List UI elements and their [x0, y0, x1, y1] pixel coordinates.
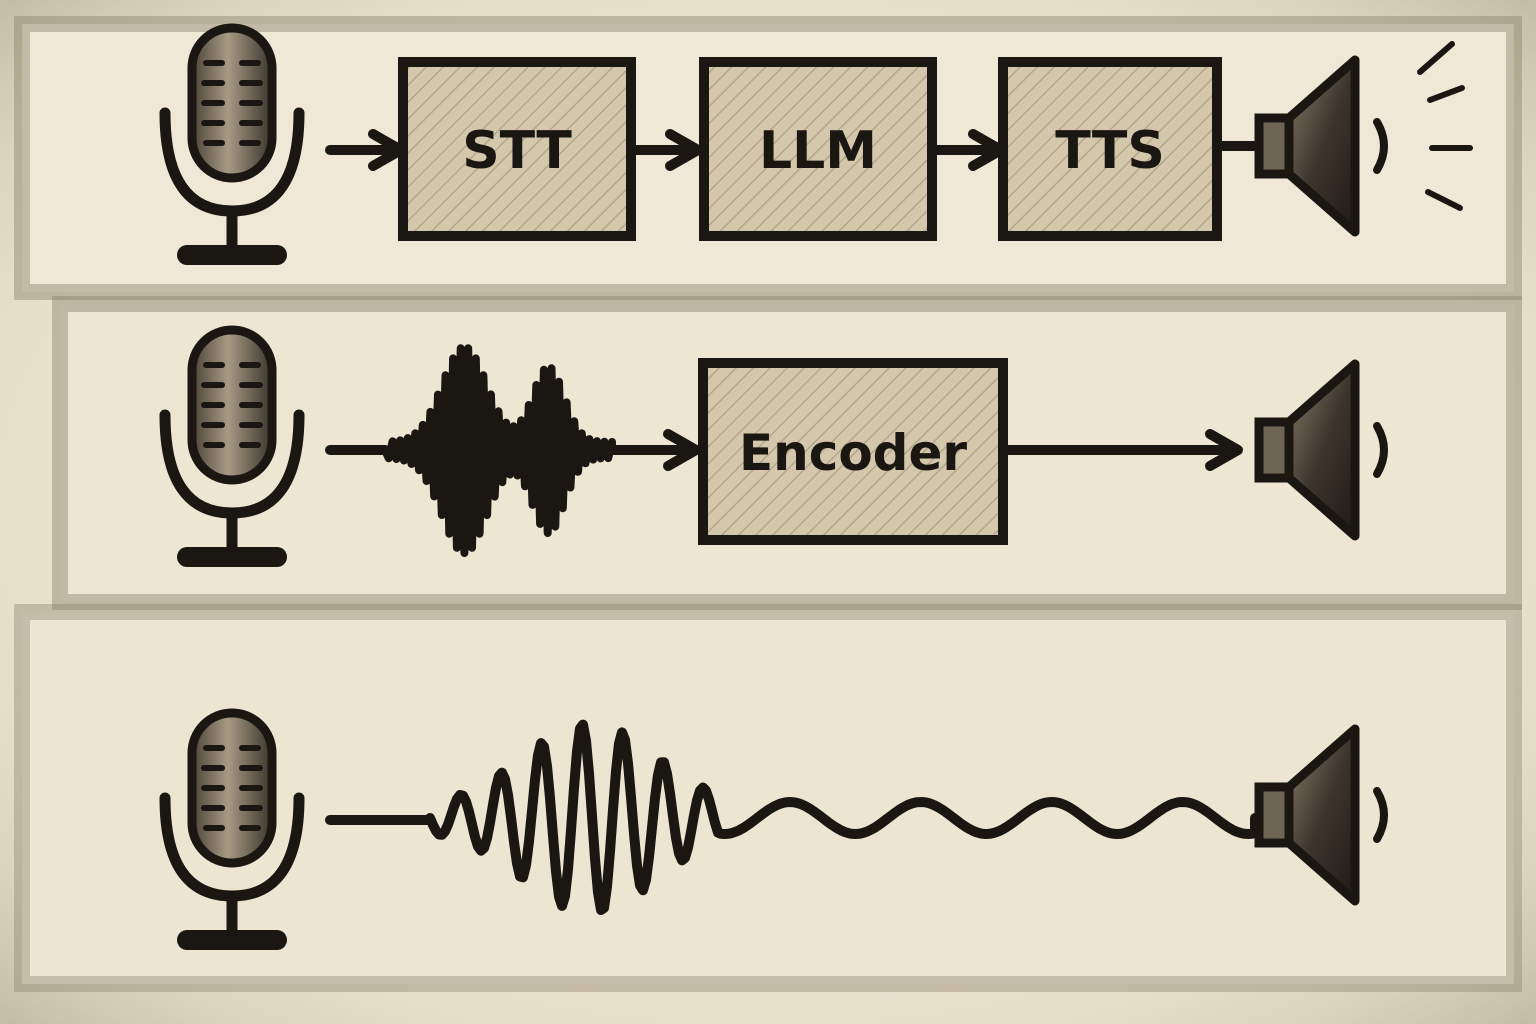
row-cascade: STT LLM TTS — [165, 28, 1473, 265]
block-llm: LLM — [699, 57, 937, 241]
row-encoder: Encoder — [165, 330, 1384, 567]
block-label: LLM — [759, 121, 877, 181]
waveform-icon — [381, 344, 616, 557]
block-label: STT — [462, 121, 572, 181]
block-label: TTS — [1055, 121, 1165, 181]
block-label: Encoder — [739, 424, 967, 482]
waveform-icon — [325, 719, 1260, 915]
block-tts: TTS — [998, 57, 1222, 241]
sound-rays-icon — [1417, 41, 1473, 211]
block-stt: STT — [398, 57, 636, 241]
block-encoder: Encoder — [698, 358, 1008, 545]
row-end-to-end — [165, 713, 1384, 950]
